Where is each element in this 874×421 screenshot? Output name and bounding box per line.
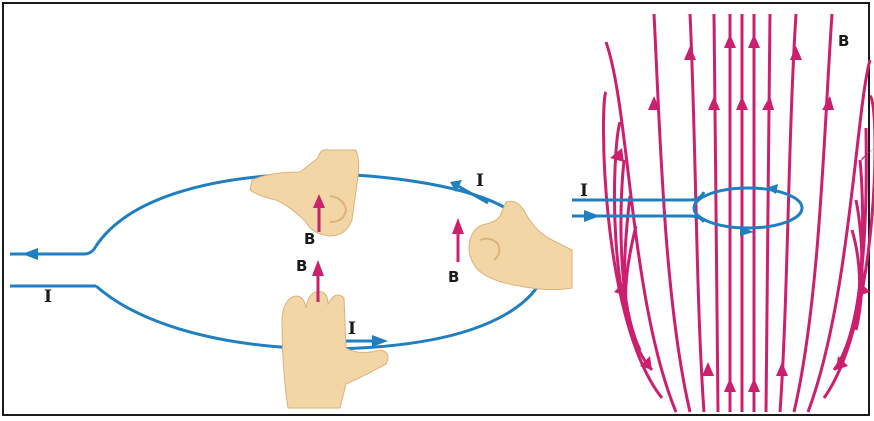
outgoing-lead: [10, 245, 98, 256]
current-label-small-loop: I: [580, 181, 588, 201]
field-label-right-hand: B: [448, 268, 459, 286]
current-arrow-icon: [584, 210, 600, 222]
field-arrow-icon: [313, 194, 325, 208]
current-label-lead: I: [44, 287, 52, 307]
current-arrow-icon: [766, 184, 778, 194]
current-arrow-right: [457, 184, 489, 205]
field-arrow-icon: [312, 260, 324, 276]
current-arrow-icon: [740, 226, 754, 236]
field-lines: [602, 13, 874, 413]
field-label-top-hand: B: [304, 230, 315, 248]
field-label-bottom-hand: B: [296, 257, 307, 275]
left-current-loop: [10, 172, 548, 359]
current-label-bottom: I: [348, 319, 356, 339]
field-arrow-icon: [452, 218, 464, 234]
field-label-right-panel: B: [838, 32, 849, 50]
right-hand-grip-icon: [452, 200, 573, 291]
right-hand-grip-icon: [281, 260, 389, 409]
current-label-right: I: [476, 171, 484, 191]
current-arrow-icon: [372, 335, 388, 347]
current-arrow-icon: [22, 248, 38, 260]
field-arrow-icon: [610, 34, 874, 392]
small-current-loop: [572, 186, 804, 230]
current-arrow-icon: [450, 180, 462, 192]
right-hand-grip-icon: [249, 149, 360, 237]
